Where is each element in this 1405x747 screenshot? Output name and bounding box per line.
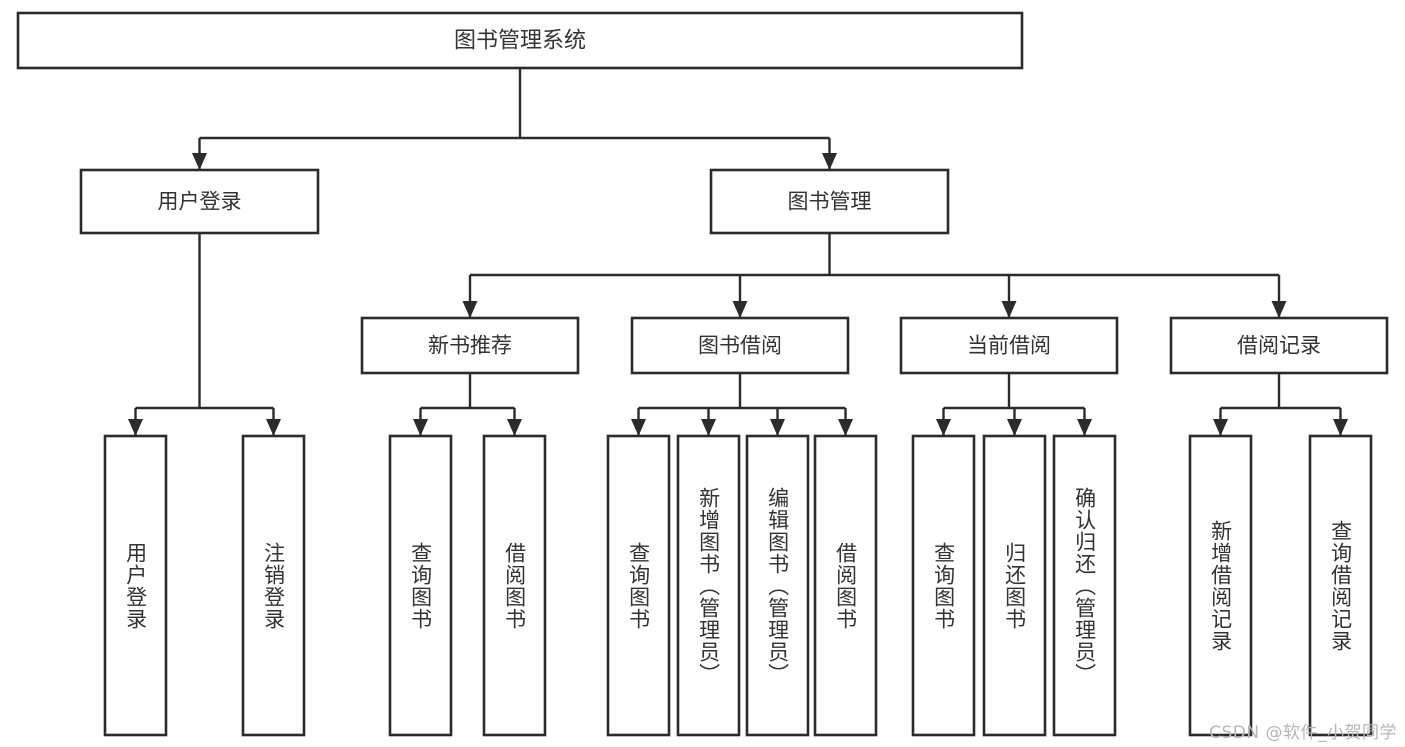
node-box-leaf-user-login[interactable] <box>103 434 168 737</box>
node-box-bb-borrow-book[interactable] <box>813 434 878 737</box>
node-box-bb-edit-book[interactable] <box>745 434 810 737</box>
connector-arrow-icon <box>936 419 951 436</box>
node-box-leaf-user-logout[interactable] <box>241 434 306 737</box>
watermark-csdn: CSDN @软件_小贺同学 <box>1209 723 1397 743</box>
connector-arrow-icon <box>128 419 143 436</box>
node-box-book-borrow[interactable] <box>630 316 850 375</box>
node-box-user-login[interactable] <box>79 168 320 235</box>
connector-arrow-icon <box>266 419 281 436</box>
connector-arrow-icon <box>770 419 785 436</box>
node-box-cb-confirm-return[interactable] <box>1052 434 1117 737</box>
node-box-bb-add-book[interactable] <box>676 434 741 737</box>
node-box-br-query-record[interactable] <box>1308 434 1373 737</box>
connector-arrow-icon <box>1077 419 1092 436</box>
connector-arrow-icon <box>507 419 522 436</box>
connector-arrow-icon <box>701 419 716 436</box>
node-box-cb-return-book[interactable] <box>982 434 1047 737</box>
node-box-root[interactable] <box>16 11 1024 70</box>
node-box-book-management[interactable] <box>709 168 950 235</box>
node-box-br-add-record[interactable] <box>1188 434 1253 737</box>
node-box-borrow-record[interactable] <box>1169 316 1389 375</box>
connector-arrow-icon <box>462 301 478 318</box>
connector-arrow-icon <box>1007 419 1022 436</box>
node-label-borrow-record: 借阅记录 <box>1237 334 1321 358</box>
node-box-new-book-recommend[interactable] <box>360 316 580 375</box>
node-label-new-book-recommend: 新书推荐 <box>428 334 512 358</box>
node-box-current-borrow[interactable] <box>899 316 1119 375</box>
connector-arrow-icon <box>1213 419 1228 436</box>
connector-arrow-icon <box>822 153 837 170</box>
node-label-current-borrow: 当前借阅 <box>967 334 1051 358</box>
connector-arrow-icon <box>192 153 207 170</box>
connector-arrow-icon <box>1271 301 1287 318</box>
connector-arrow-icon <box>631 419 646 436</box>
node-box-nbr-borrow-book[interactable] <box>482 434 547 737</box>
connector-arrow-icon <box>1001 301 1017 318</box>
connector-arrow-icon <box>1333 419 1348 436</box>
connector-arrow-icon <box>732 301 748 318</box>
node-label-book-management: 图书管理 <box>788 190 872 214</box>
node-label-root: 图书管理系统 <box>454 29 586 54</box>
node-box-bb-query-book[interactable] <box>606 434 671 737</box>
node-box-nbr-query-book[interactable] <box>388 434 453 737</box>
node-label-book-borrow: 图书借阅 <box>698 334 782 358</box>
node-box-cb-query-book[interactable] <box>911 434 976 737</box>
connector-arrow-icon <box>838 419 853 436</box>
node-label-user-login: 用户登录 <box>158 190 242 214</box>
connector-arrow-icon <box>413 419 428 436</box>
